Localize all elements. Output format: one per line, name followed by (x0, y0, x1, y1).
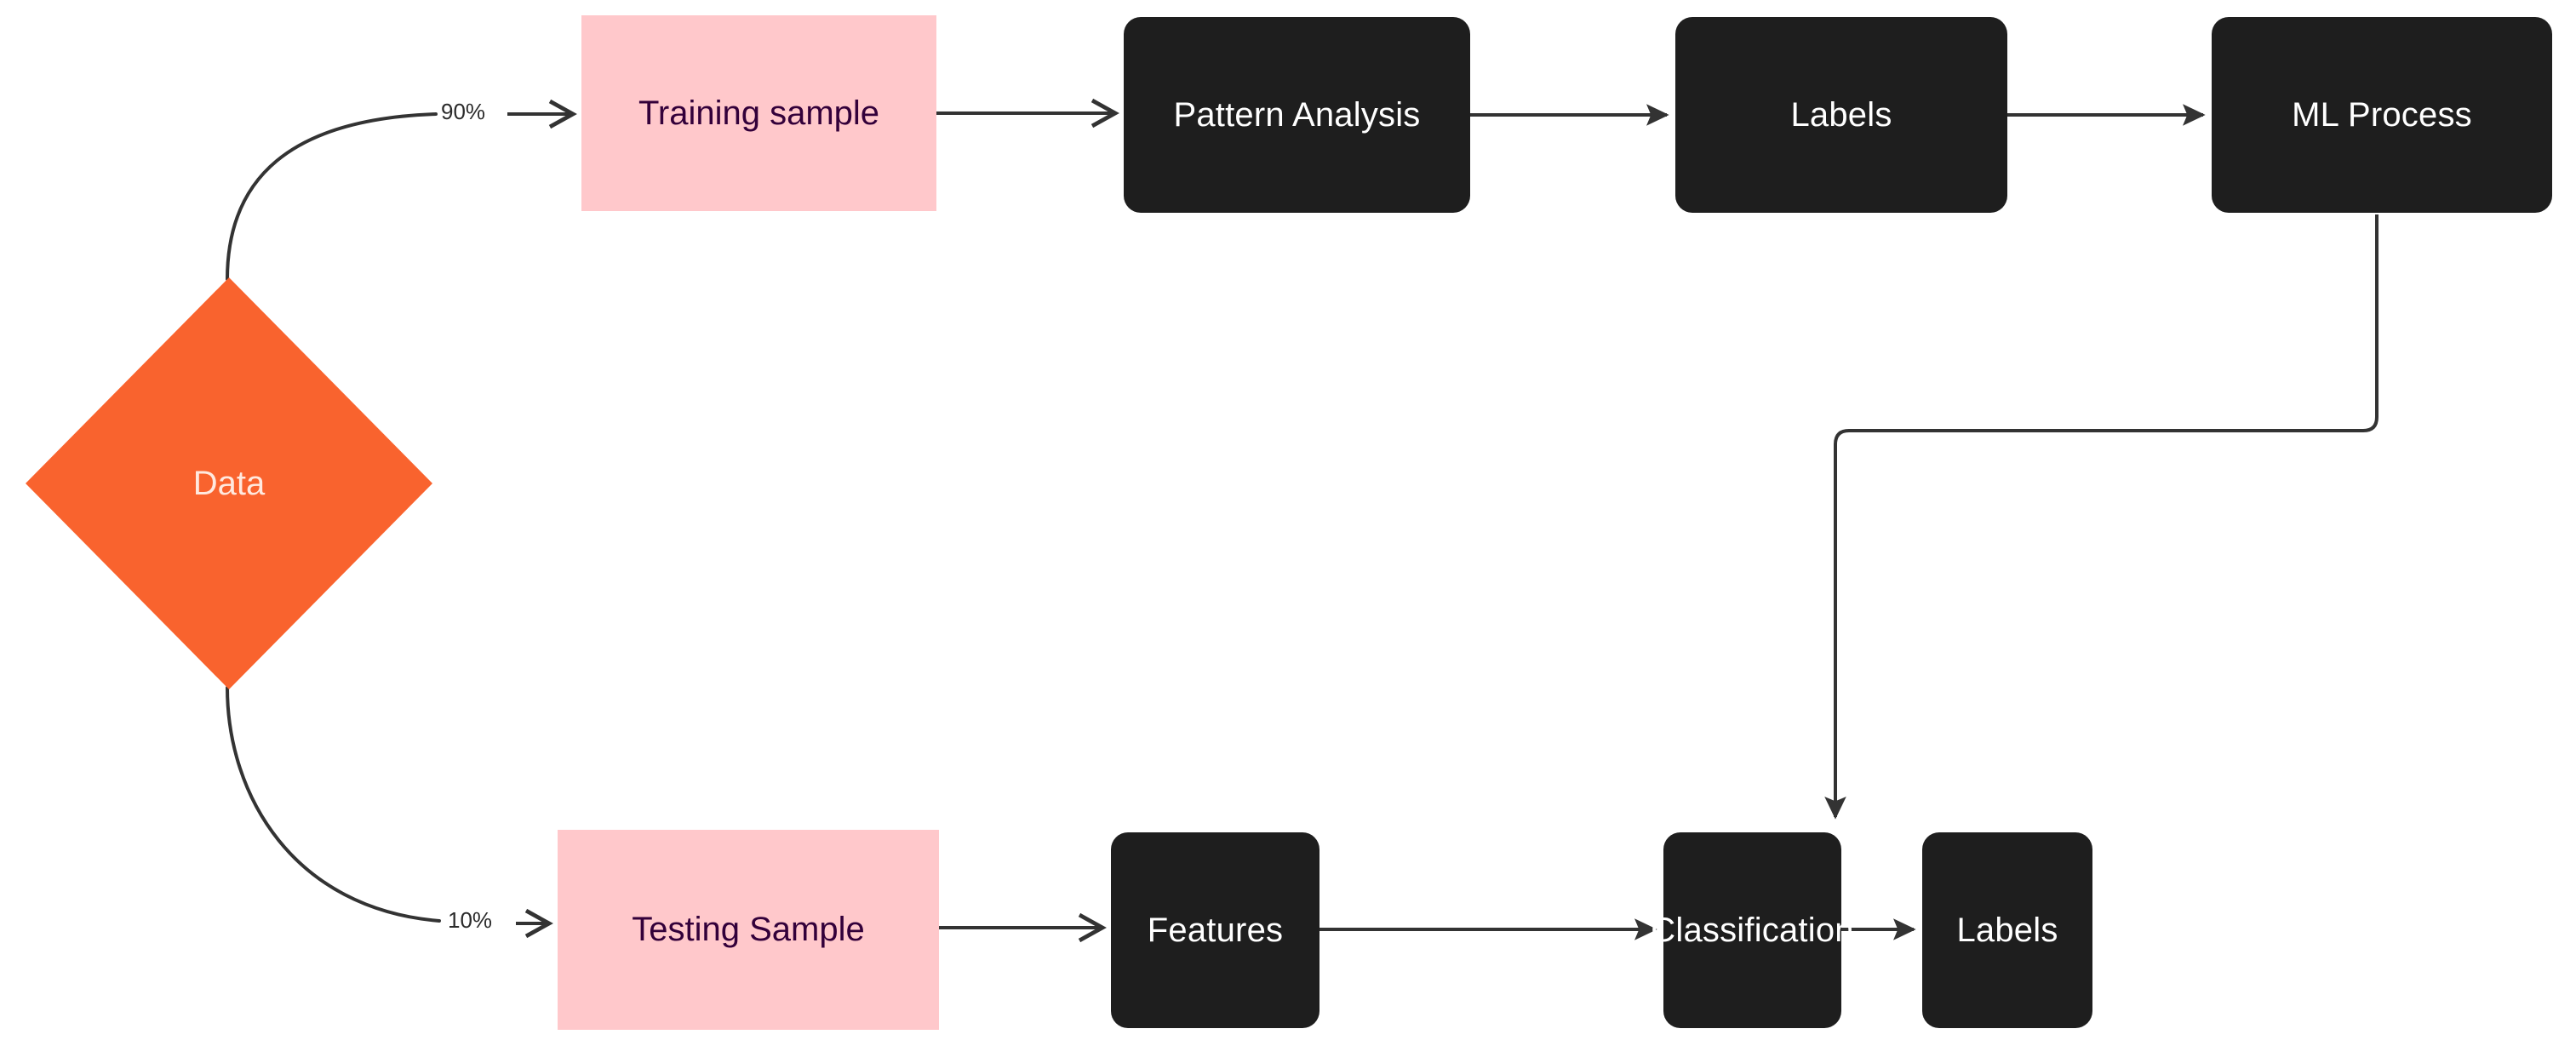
node-features[interactable]: Features (1111, 832, 1319, 1028)
node-labels-bottom[interactable]: Labels (1922, 832, 2092, 1028)
node-training-sample-label: Training sample (638, 94, 880, 132)
node-testing-sample-label: Testing Sample (632, 911, 865, 948)
node-testing-sample[interactable]: Testing Sample (558, 830, 939, 1030)
node-data[interactable]: Data (26, 277, 432, 689)
node-labels-top[interactable]: Labels (1675, 17, 2007, 213)
edge-data-to-training-curve (226, 112, 438, 281)
diamond-shape (26, 277, 432, 689)
node-training-sample[interactable]: Training sample (581, 15, 936, 211)
edge-label-90-percent: 90% (439, 99, 488, 124)
node-classification-label: Classification (1651, 911, 1854, 949)
edge-label-10-percent: 10% (446, 907, 495, 933)
node-classification[interactable]: Classification (1651, 832, 1854, 1028)
node-labels-bottom-label: Labels (1956, 911, 2058, 949)
node-data-label: Data (192, 464, 266, 502)
node-ml-process[interactable]: ML Process (2212, 17, 2552, 213)
edge-mlprocess-to-classification (1824, 214, 2379, 820)
node-ml-process-label: ML Process (2292, 95, 2472, 134)
node-pattern-analysis[interactable]: Pattern Analysis (1124, 17, 1470, 213)
node-pattern-analysis-label: Pattern Analysis (1173, 95, 1421, 134)
node-labels-top-label: Labels (1790, 95, 1892, 134)
node-features-label: Features (1147, 911, 1284, 949)
edge-data-to-testing-curve (226, 686, 441, 923)
